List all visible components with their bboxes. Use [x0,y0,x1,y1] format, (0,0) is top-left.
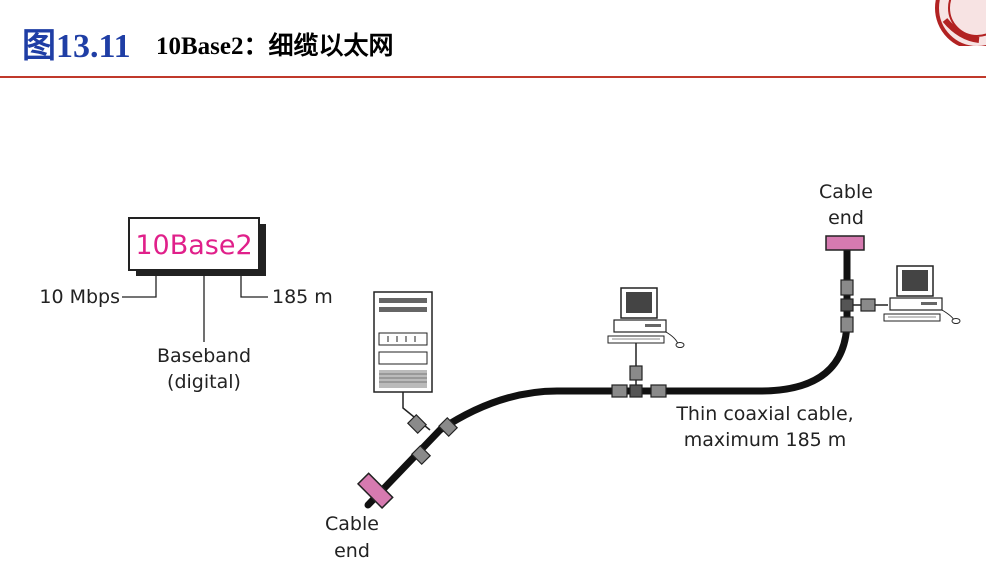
length-label: 185 m [272,286,333,308]
server-t-connector [406,413,459,466]
standard-box [128,217,260,271]
standard-label: 10Base2 [135,230,252,261]
workstation-icon [607,287,685,348]
workstation-right-icon [883,265,961,324]
cable-end-top-line1: Cable [819,181,873,203]
standard-legend: 10Base2 10 Mbps 185 m Baseband (digital) [39,217,333,393]
cable-end-top-line2: end [828,207,864,229]
university-seal-icon [935,0,986,46]
cable-end-terminator-bottom [356,472,394,510]
signal-label-line1: Baseband [157,345,251,367]
right-t-connector [840,279,876,333]
cable-label-line2: maximum 185 m [684,429,847,451]
coaxial-cable [364,242,851,509]
signal-label-line2: (digital) [167,371,241,393]
cable-end-bottom-line2: end [334,540,370,562]
page-title: 10Base2：细缆以太网 [156,33,394,60]
rate-label: 10 Mbps [39,286,120,308]
cable-label-line1: Thin coaxial cable, [675,403,853,425]
workstation-t-connector [611,365,667,398]
rate-leader [122,270,157,298]
length-leader [240,270,268,298]
title-divider [0,76,986,78]
title-bar: 图13.11 10Base2：细缆以太网 [0,0,986,82]
figure-number: 图13.11 [22,28,131,65]
cable-end-terminator-top [825,235,865,251]
cable-end-bottom-line1: Cable [325,513,379,535]
server-icon [373,291,433,393]
